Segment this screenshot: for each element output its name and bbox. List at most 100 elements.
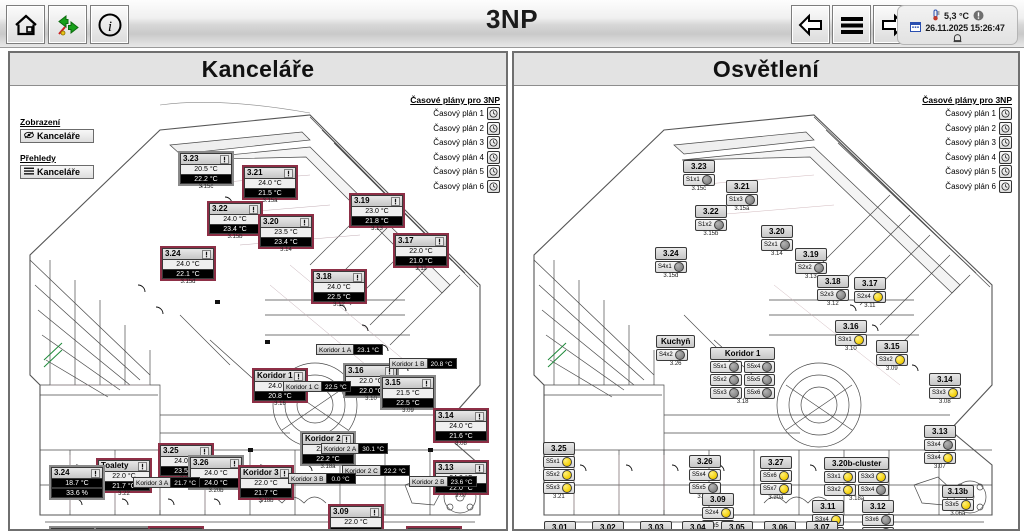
light-switch[interactable]: S5x5 <box>689 482 721 494</box>
clock-icon[interactable] <box>487 179 500 193</box>
clock-icon[interactable] <box>999 121 1012 135</box>
light-switch[interactable]: S1x2 <box>695 219 727 231</box>
light-switch[interactable]: S2x1 <box>761 239 793 251</box>
light-switch[interactable]: S5x3 <box>710 387 742 399</box>
light-switch[interactable]: S3x3 <box>929 387 961 399</box>
lamp-on-icon[interactable] <box>894 355 905 365</box>
light-switch[interactable]: S5x7 <box>760 483 792 495</box>
lamp-on-icon[interactable] <box>853 335 864 345</box>
lamp-on-icon[interactable] <box>707 470 718 480</box>
light-switch[interactable]: S3x1 <box>824 471 856 483</box>
lamp-on-icon[interactable] <box>778 471 789 481</box>
lamp-on-icon[interactable] <box>842 472 853 482</box>
warning-icon[interactable] <box>422 378 431 388</box>
time-plan-item-3[interactable]: Časový plán 3 <box>410 136 500 149</box>
warning-icon[interactable] <box>284 168 293 178</box>
room-temperature-widget[interactable]: 3.0322.0 °C22.0 °C3.02 <box>148 526 204 529</box>
time-plan-item-1[interactable]: Časový plán 1 <box>922 107 1012 120</box>
time-plan-item-5[interactable]: Časový plán 5 <box>922 165 1012 178</box>
light-switch[interactable]: S5x5 <box>743 374 776 386</box>
lamp-on-icon[interactable] <box>561 470 572 480</box>
lamp-off-icon[interactable] <box>713 220 724 230</box>
lamp-on-icon[interactable] <box>842 485 853 495</box>
light-switch[interactable]: S3x7 <box>862 527 894 529</box>
time-plan-item-3[interactable]: Časový plán 3 <box>922 136 1012 149</box>
light-switch[interactable]: S5x6 <box>760 470 792 482</box>
lamp-off-icon[interactable] <box>880 515 891 525</box>
light-switch[interactable]: S3x4 <box>857 484 890 496</box>
lamp-on-icon[interactable] <box>876 472 887 482</box>
light-switch[interactable]: S3x1 <box>835 334 867 346</box>
time-plan-item-6[interactable]: Časový plán 6 <box>410 179 500 193</box>
overview-offices-button[interactable]: Kanceláře <box>20 165 94 179</box>
warning-icon[interactable] <box>91 468 100 478</box>
lamp-off-icon[interactable] <box>835 290 846 300</box>
warning-icon[interactable] <box>391 196 400 206</box>
light-switch[interactable]: S3x4 <box>924 452 956 464</box>
light-switch[interactable]: S3x2 <box>824 484 856 496</box>
light-switch[interactable]: S4x2 <box>656 349 688 361</box>
warning-icon[interactable] <box>249 204 258 214</box>
clock-icon[interactable] <box>999 165 1012 178</box>
clock-icon[interactable] <box>487 107 500 120</box>
clock-icon[interactable] <box>999 107 1012 120</box>
lamp-off-icon[interactable] <box>728 388 739 398</box>
warning-icon[interactable] <box>230 458 239 468</box>
time-plan-item-5[interactable]: Časový plán 5 <box>410 165 500 178</box>
clock-icon[interactable] <box>999 179 1012 193</box>
light-switch[interactable]: S5x2 <box>543 469 575 481</box>
warning-icon[interactable] <box>138 461 147 471</box>
lamp-off-icon[interactable] <box>762 362 773 372</box>
clock-icon[interactable] <box>999 150 1012 164</box>
lamp-on-icon[interactable] <box>561 457 572 467</box>
lamp-off-icon[interactable] <box>762 375 773 385</box>
lamp-off-icon[interactable] <box>942 440 953 450</box>
light-switch[interactable]: S5x3 <box>543 482 575 494</box>
light-switch[interactable]: S3x6 <box>862 514 894 526</box>
lamp-on-icon[interactable] <box>942 453 953 463</box>
warning-icon[interactable] <box>475 411 484 421</box>
clock-icon[interactable] <box>487 136 500 149</box>
warning-icon[interactable] <box>435 236 444 246</box>
info-icon[interactable]: i <box>90 5 129 44</box>
lamp-on-icon[interactable] <box>947 388 958 398</box>
warning-circle-icon[interactable] <box>973 10 984 23</box>
warning-icon[interactable] <box>200 446 209 456</box>
light-switch[interactable]: S1x1 <box>683 174 715 186</box>
time-plan-item-2[interactable]: Časový plán 2 <box>922 121 1012 135</box>
clock-icon[interactable] <box>487 150 500 164</box>
lamp-off-icon[interactable] <box>744 195 755 205</box>
light-switch[interactable]: S3x4 <box>924 439 956 451</box>
light-switch[interactable]: S5x4 <box>689 469 721 481</box>
light-switch[interactable]: S3x5 <box>942 499 974 511</box>
home-icon[interactable] <box>6 5 45 44</box>
lamp-on-icon[interactable] <box>872 292 883 302</box>
lamp-off-icon[interactable] <box>728 375 739 385</box>
light-switch[interactable]: S5x2 <box>710 374 742 386</box>
back-arrow-icon[interactable] <box>791 5 830 44</box>
lamp-off-icon[interactable] <box>707 483 718 493</box>
time-plan-item-6[interactable]: Časový plán 6 <box>922 179 1012 193</box>
